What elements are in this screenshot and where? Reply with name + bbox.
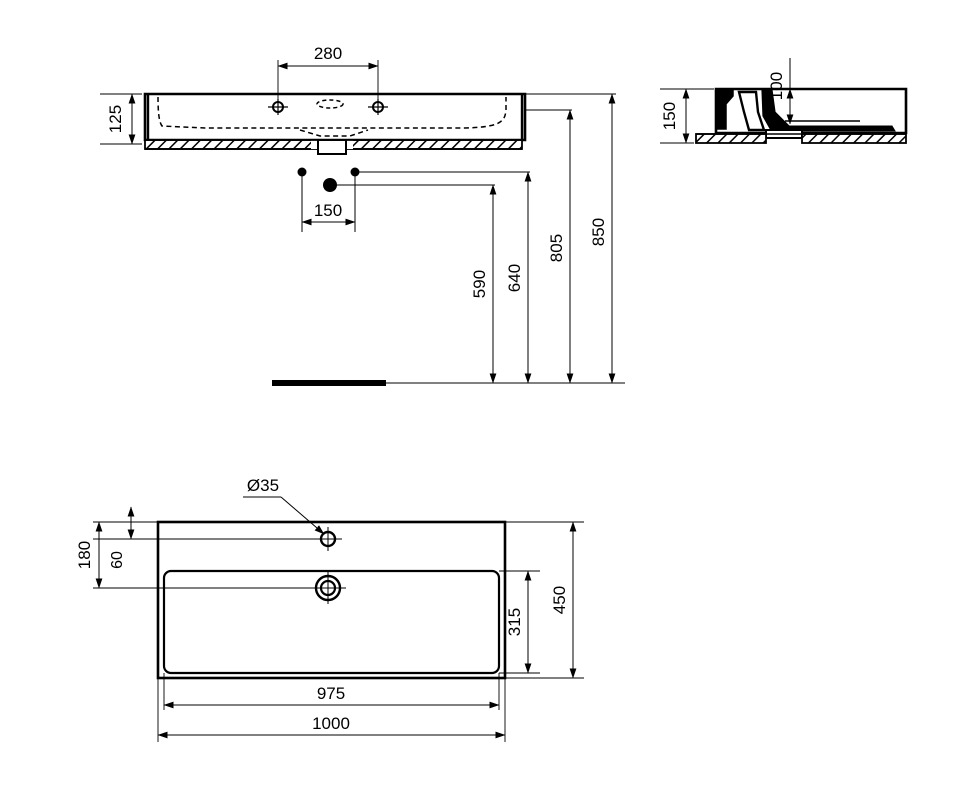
dim-plan-back-to-tap: 60 (109, 506, 135, 569)
dim-plan-bowl-depth: 315 (505, 570, 532, 674)
plan-tap-hole-leader: Ø35 (243, 476, 325, 535)
dim-plan-bowl-width: 975 (163, 684, 500, 709)
front-waste-hidden-outline (299, 129, 369, 137)
dim-waste-height: 590 (470, 184, 497, 384)
side-section-view: 150 100 (660, 58, 908, 144)
front-basin-outline (143, 92, 527, 142)
dim-side-overall-height: 150 (660, 88, 714, 144)
dim-label-975: 975 (317, 684, 345, 703)
dim-label-1000: 1000 (312, 714, 350, 733)
dim-overall-height: 850 (525, 93, 616, 384)
dim-tap-hole-spacing: 280 (277, 44, 379, 104)
dim-label-150: 150 (314, 201, 342, 220)
dim-label-125: 125 (106, 105, 125, 133)
dim-plan-overall-width: 1000 (157, 714, 506, 739)
dim-label-180: 180 (75, 541, 94, 569)
dim-label-640: 640 (505, 264, 524, 292)
front-floor-hatch-band (144, 139, 523, 155)
dim-trap-height: 640 (505, 171, 532, 384)
dim-label-280: 280 (314, 44, 342, 63)
front-overflow-slot (316, 99, 344, 109)
front-bowl-hidden-outline (157, 96, 507, 129)
front-basin-body (143, 92, 527, 142)
dim-rim-underside-height: 805 (525, 109, 574, 384)
plan-waste-hole (310, 572, 346, 604)
dim-side-basin-depth: 100 (767, 58, 794, 125)
dim-label-805: 805 (547, 234, 566, 262)
side-floor-hatch-band (695, 133, 907, 144)
top-plan-view: Ø35 180 60 315 450 (75, 476, 584, 742)
dim-label-dia35: Ø35 (247, 476, 279, 495)
dim-label-850: 850 (589, 218, 608, 246)
dim-label-315: 315 (505, 608, 524, 636)
dim-label-150-side: 150 (660, 102, 679, 130)
dim-front-basin-height: 125 (100, 93, 142, 145)
dim-label-60: 60 (109, 551, 126, 569)
dim-plan-overall-depth: 450 (550, 521, 577, 679)
side-pedestal-profile (737, 90, 766, 132)
dim-drain-offset: 150 (301, 201, 356, 226)
dim-label-450: 450 (550, 586, 569, 614)
plan-bowl-outline (162, 569, 501, 675)
dim-label-100: 100 (767, 72, 786, 100)
side-back-wall-solid (715, 88, 734, 130)
dim-plan-back-to-drain: 180 (75, 521, 103, 589)
waste-centre-dot-left (297, 167, 307, 177)
front-elevation-view: 125 280 150 590 (100, 44, 625, 386)
dim-label-590: 590 (470, 270, 489, 298)
